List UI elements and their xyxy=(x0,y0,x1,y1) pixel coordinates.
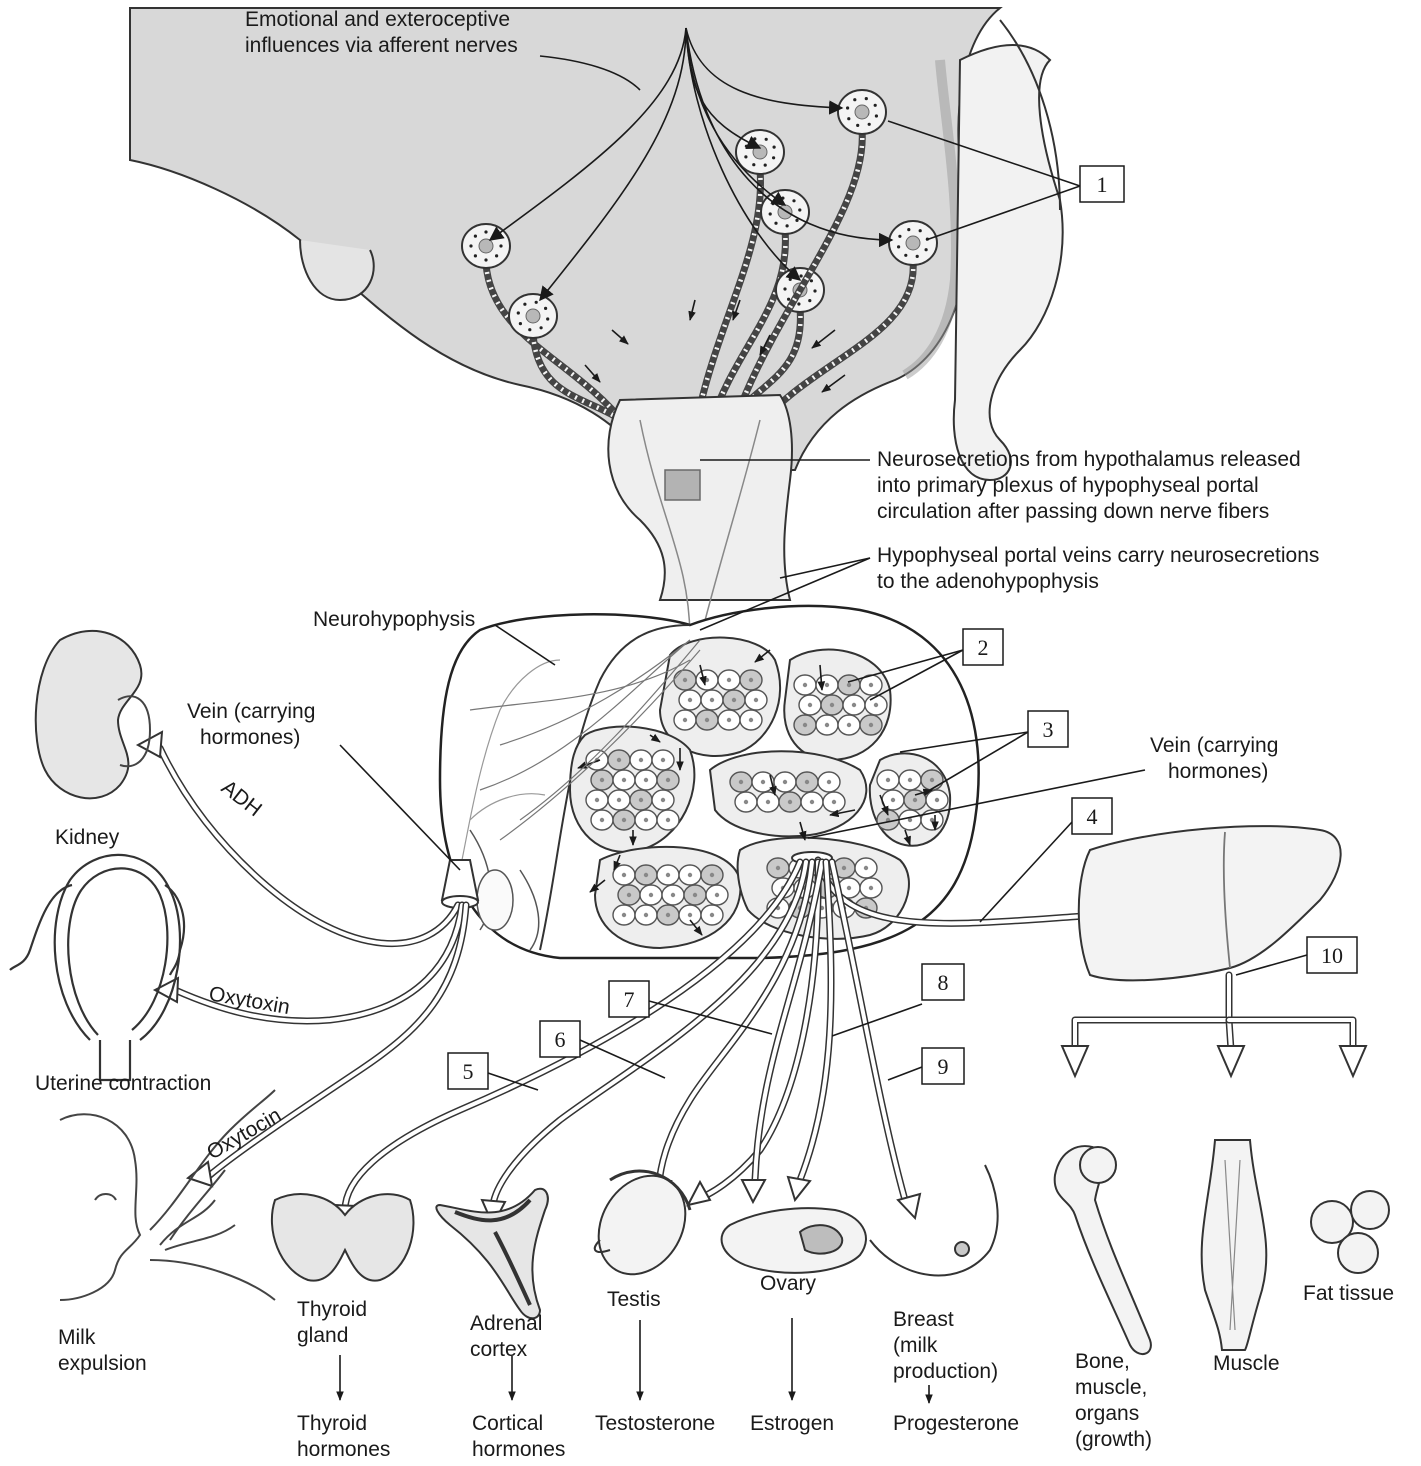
bone-illustration xyxy=(1055,1146,1151,1354)
svg-text:circulation after passing down: circulation after passing down nerve fib… xyxy=(877,500,1269,523)
label-vein-right: Vein (carrying hormones) xyxy=(1150,734,1278,783)
svg-text:gland: gland xyxy=(297,1324,348,1347)
svg-text:5: 5 xyxy=(463,1059,474,1084)
box-1: 1 xyxy=(1080,166,1124,202)
svg-text:hormones: hormones xyxy=(472,1438,565,1461)
svg-text:8: 8 xyxy=(938,970,949,995)
svg-text:hormones): hormones) xyxy=(200,726,300,749)
svg-text:6: 6 xyxy=(555,1027,566,1052)
adh-arrow xyxy=(160,748,458,944)
label-neurosecretions: Neurosecretions from hypothalamus releas… xyxy=(877,448,1301,523)
svg-text:2: 2 xyxy=(978,635,989,660)
svg-text:4: 4 xyxy=(1087,804,1098,829)
svg-text:to the adenohypophysis: to the adenohypophysis xyxy=(877,570,1099,593)
box-5: 5 xyxy=(448,1053,488,1089)
liver-to-bone-arrow xyxy=(1075,975,1229,1050)
svg-text:influences via afferent nerves: influences via afferent nerves xyxy=(245,34,518,57)
label-estrogen: Estrogen xyxy=(750,1412,834,1435)
svg-text:Milk: Milk xyxy=(58,1326,96,1349)
label-thyroid-hormones: Thyroid hormones xyxy=(297,1412,390,1461)
label-vein-left: Vein (carrying hormones) xyxy=(187,700,315,749)
label-bone: Bone, muscle, organs (growth) xyxy=(1075,1350,1152,1451)
svg-text:cortex: cortex xyxy=(470,1338,528,1361)
label-ovary: Ovary xyxy=(760,1272,817,1295)
label-adrenal-cortex: Adrenal cortex xyxy=(470,1312,542,1361)
label-muscle: Muscle xyxy=(1213,1352,1280,1375)
testis-illustration xyxy=(581,1160,702,1290)
svg-text:hormones: hormones xyxy=(297,1438,390,1461)
ovary-illustration xyxy=(722,1208,866,1273)
svg-text:1: 1 xyxy=(1097,172,1108,197)
svg-text:(growth): (growth) xyxy=(1075,1428,1152,1451)
label-testosterone: Testosterone xyxy=(595,1412,715,1435)
svg-text:7: 7 xyxy=(624,987,635,1012)
label-thyroid-gland: Thyroid gland xyxy=(297,1298,367,1347)
muscle-illustration xyxy=(1202,1140,1267,1350)
liver-to-fat-arrow xyxy=(1229,1020,1353,1050)
label-breast: Breast (milk production) xyxy=(893,1308,998,1383)
svg-text:3: 3 xyxy=(1043,717,1054,742)
kidney-illustration xyxy=(36,631,150,798)
svg-text:10: 10 xyxy=(1321,943,1343,968)
label-adh: ADH xyxy=(217,776,266,821)
label-portal-veins: Hypophyseal portal veins carry neurosecr… xyxy=(877,544,1319,593)
box-4: 4 xyxy=(1072,798,1112,834)
box-9: 9 xyxy=(922,1048,964,1084)
box-8: 8 xyxy=(922,964,964,1000)
label-milk-expulsion: Milk expulsion xyxy=(58,1326,147,1375)
svg-text:into primary plexus of hypophy: into primary plexus of hypophyseal porta… xyxy=(877,474,1259,497)
label-cortical-hormones: Cortical hormones xyxy=(472,1412,565,1461)
label-fat-tissue: Fat tissue xyxy=(1303,1282,1394,1305)
box-6: 6 xyxy=(540,1021,580,1057)
label-neurohypophysis: Neurohypophysis xyxy=(313,608,475,631)
box-3: 3 xyxy=(1028,711,1068,747)
svg-text:Emotional and exteroceptive: Emotional and exteroceptive xyxy=(245,8,510,31)
label-kidney: Kidney xyxy=(55,826,120,849)
svg-text:(milk: (milk xyxy=(893,1334,938,1357)
svg-text:Vein (carrying: Vein (carrying xyxy=(187,700,315,723)
box-10: 10 xyxy=(1307,937,1357,973)
fat-tissue-illustration xyxy=(1311,1191,1389,1273)
svg-text:hormones): hormones) xyxy=(1168,760,1268,783)
breast-illustration xyxy=(870,1165,998,1275)
svg-text:Vein (carrying: Vein (carrying xyxy=(1150,734,1278,757)
svg-text:Neurosecretions from hypothala: Neurosecretions from hypothalamus releas… xyxy=(877,448,1301,471)
svg-text:Thyroid: Thyroid xyxy=(297,1298,367,1321)
label-uterine-contraction: Uterine contraction xyxy=(35,1072,211,1095)
svg-text:organs: organs xyxy=(1075,1402,1139,1425)
svg-text:production): production) xyxy=(893,1360,998,1383)
svg-text:Adrenal: Adrenal xyxy=(470,1312,542,1335)
svg-text:Hypophyseal portal veins carry: Hypophyseal portal veins carry neurosecr… xyxy=(877,544,1319,567)
box-2: 2 xyxy=(963,629,1003,665)
label-progesterone: Progesterone xyxy=(893,1412,1019,1435)
svg-text:expulsion: expulsion xyxy=(58,1352,147,1375)
hormone-output-arrows xyxy=(340,1318,929,1403)
uterus-illustration xyxy=(10,855,184,1080)
label-testis: Testis xyxy=(607,1288,661,1311)
svg-text:Thyroid: Thyroid xyxy=(297,1412,367,1435)
box-7: 7 xyxy=(609,981,649,1017)
svg-text:muscle,: muscle, xyxy=(1075,1376,1147,1399)
svg-text:Breast: Breast xyxy=(893,1308,954,1331)
label-oxytocin: Oxytocin xyxy=(203,1104,285,1165)
svg-text:Cortical: Cortical xyxy=(472,1412,543,1435)
svg-text:9: 9 xyxy=(938,1054,949,1079)
svg-text:Bone,: Bone, xyxy=(1075,1350,1130,1373)
